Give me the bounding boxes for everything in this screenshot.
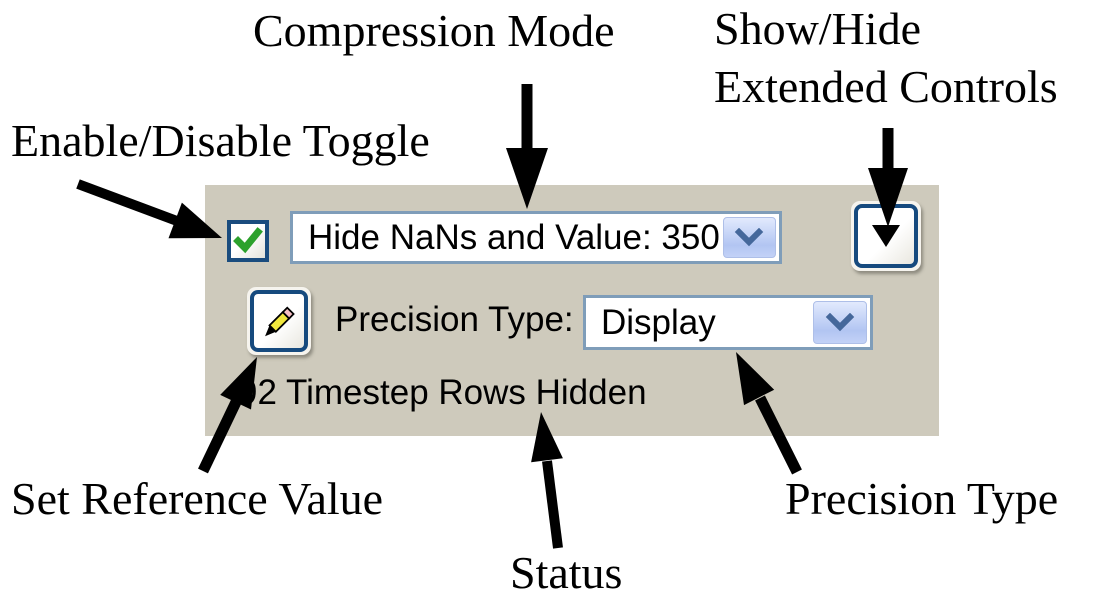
show-hide-extended-controls-button[interactable] <box>854 204 918 268</box>
set-reference-value-button[interactable] <box>250 290 308 352</box>
arrow-enable-disable-toggle <box>76 179 222 239</box>
compression-mode-dropdown-button[interactable] <box>722 217 776 258</box>
compression-controls-panel: Hide NaNs and Value: 350 Precision Ty <box>205 185 939 436</box>
enable-toggle-checkbox[interactable] <box>227 220 269 262</box>
label-precision-type: Precision Type <box>785 473 1059 524</box>
label-compression-mode: Compression Mode <box>253 5 615 56</box>
label-show-hide-extended-controls: Show/Hide Extended Controls <box>714 0 1058 116</box>
label-show-hide-line2: Extended Controls <box>714 61 1058 112</box>
precision-type-dropdown-button[interactable] <box>813 301 867 344</box>
chevron-down-icon <box>735 227 764 246</box>
set-reference-button-frame <box>247 287 311 355</box>
label-enable-disable-toggle: Enable/Disable Toggle <box>11 115 430 166</box>
pencil-icon <box>265 306 295 337</box>
status-text: 92 Timestep Rows Hidden <box>238 373 647 412</box>
checkmark-icon <box>233 227 263 254</box>
compression-mode-value: Hide NaNs and Value: 350 <box>308 217 720 257</box>
label-set-reference-value: Set Reference Value <box>11 473 384 524</box>
label-show-hide-line1: Show/Hide <box>714 3 921 54</box>
chevron-down-icon <box>825 312 855 331</box>
precision-type-field-label: Precision Type: <box>335 300 574 339</box>
triangle-down-icon <box>872 225 900 247</box>
extended-controls-button-frame <box>851 201 921 271</box>
precision-type-value: Display <box>601 302 716 342</box>
label-status: Status <box>510 547 623 598</box>
precision-type-combobox[interactable]: Display <box>583 295 873 350</box>
compression-mode-combobox[interactable]: Hide NaNs and Value: 350 <box>290 211 782 264</box>
